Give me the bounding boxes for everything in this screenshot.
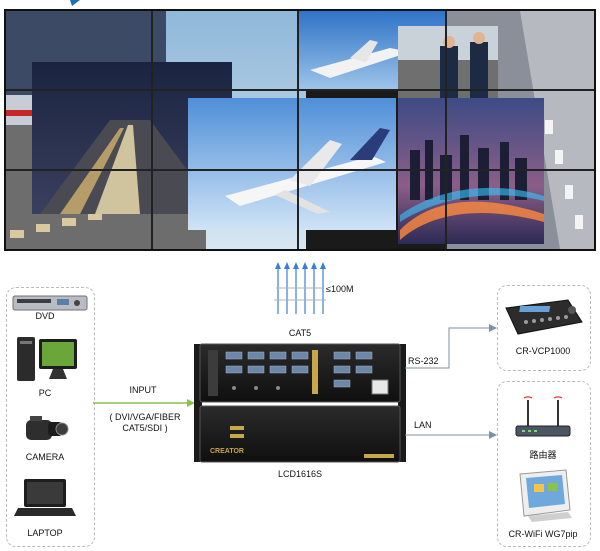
input-arrow <box>93 399 195 407</box>
processor-lcd1616s <box>194 343 406 463</box>
cat5-arrow-head <box>302 262 308 269</box>
cat5-distance: ≤100M <box>326 284 354 294</box>
lan-label: LAN <box>414 420 432 430</box>
laptop-icon <box>14 479 76 516</box>
pc-label: PC <box>38 388 52 398</box>
dvd-label: DVD <box>35 311 55 321</box>
input-types-line2: CAT5/SDI ) <box>122 423 168 433</box>
cat5-arrow-head <box>311 262 317 269</box>
cat5-label: CAT5 <box>288 328 312 338</box>
cat5-arrow-head <box>293 262 299 269</box>
lan-link <box>405 431 497 439</box>
cat5-arrow-head <box>275 262 281 269</box>
cat5-arrow-head <box>320 262 326 269</box>
rs232-link <box>405 324 497 369</box>
keyboard-controller-icon <box>505 299 583 335</box>
processor-brand: CREATOR <box>210 448 244 455</box>
cat5-arrow-head <box>284 262 290 269</box>
video-wall <box>4 0 596 251</box>
wifi-router-icon <box>515 396 571 437</box>
keyboard-controller-label: CR-VCP1000 <box>515 346 571 356</box>
cat5-arrows <box>274 262 326 314</box>
pc-icon <box>17 337 77 381</box>
tablet-label: CR-WiFi WG7pip <box>508 529 578 539</box>
rs232-label: RS-232 <box>408 356 439 366</box>
laptop-label: LAPTOP <box>27 528 63 538</box>
processor-model: LCD1616S <box>277 469 323 479</box>
camera-icon <box>26 416 69 440</box>
router-label: 路由器 <box>529 450 557 460</box>
input-title: INPUT <box>129 385 157 395</box>
camera-label: CAMERA <box>25 452 65 462</box>
dvd-player-icon <box>12 295 88 311</box>
wifi-tablet-icon <box>519 469 572 522</box>
input-types-line1: ( DVI/VGA/FIBER <box>109 412 181 422</box>
